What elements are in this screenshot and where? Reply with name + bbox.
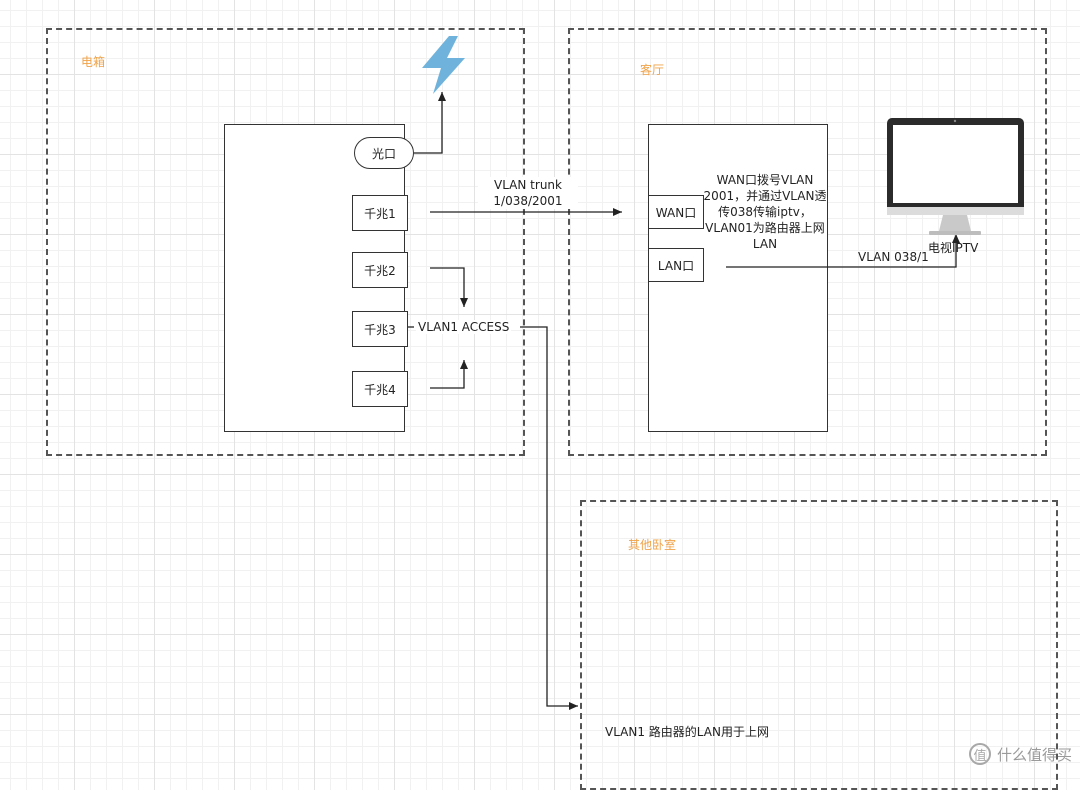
gig-port-2: 千兆2: [352, 252, 408, 288]
iptv-connector: [726, 234, 960, 268]
zone-label-other-bedrooms: 其他卧室: [628, 538, 677, 552]
zone-label-electrical-box: 电箱: [81, 55, 106, 69]
monitor-icon: [887, 118, 1024, 235]
fiber-uplink-connector: [414, 92, 446, 154]
gig4-connector: [430, 360, 468, 389]
zone-living-room: [568, 28, 1047, 456]
zone-label-living-room: 客厅: [640, 63, 665, 77]
access-label: VLAN1 ACCESS: [416, 320, 512, 334]
lan-port: LAN口: [648, 248, 704, 282]
wan-note-line-4: VLAN01为路由器上网: [705, 221, 825, 235]
connector-layer: [398, 36, 1024, 710]
watermark-text: 什么值得买: [996, 745, 1072, 764]
zone-electrical-box: [46, 28, 525, 456]
wan-note-line-5: LAN: [752, 237, 778, 251]
trunk-label: VLAN trunk 1/038/2001: [478, 177, 578, 209]
wan-note-line-2: 2001，并通过VLAN透: [703, 189, 827, 203]
wan-note-line-1: WAN口拨号VLAN: [716, 173, 814, 187]
bedroom-connector: [520, 326, 578, 710]
trunk-label-line-1: VLAN trunk: [494, 178, 562, 192]
wan-note-line-3: 传038传输iptv，: [718, 205, 812, 219]
wan-port: WAN口: [648, 195, 704, 229]
iptv-vlan-label: VLAN 038/1: [858, 250, 929, 264]
lightning-bolt-icon: [422, 36, 465, 94]
gig2-connector: [430, 267, 468, 307]
tv-label: 电视IPTV: [928, 241, 979, 255]
zhi-icon: 值: [968, 743, 991, 765]
gig-port-1: 千兆1: [352, 195, 408, 231]
watermark: 值 什么值得买: [968, 743, 1072, 765]
gig-port-3: 千兆3: [352, 311, 408, 347]
trunk-label-line-2: 1/038/2001: [493, 194, 563, 208]
bedroom-note: VLAN1 路由器的LAN用于上网: [605, 725, 769, 739]
fiber-port: 光口: [354, 137, 414, 169]
wan-note: WAN口拨号VLAN 2001，并通过VLAN透 传038传输iptv， VLA…: [692, 172, 838, 252]
gig-port-4: 千兆4: [352, 371, 408, 407]
